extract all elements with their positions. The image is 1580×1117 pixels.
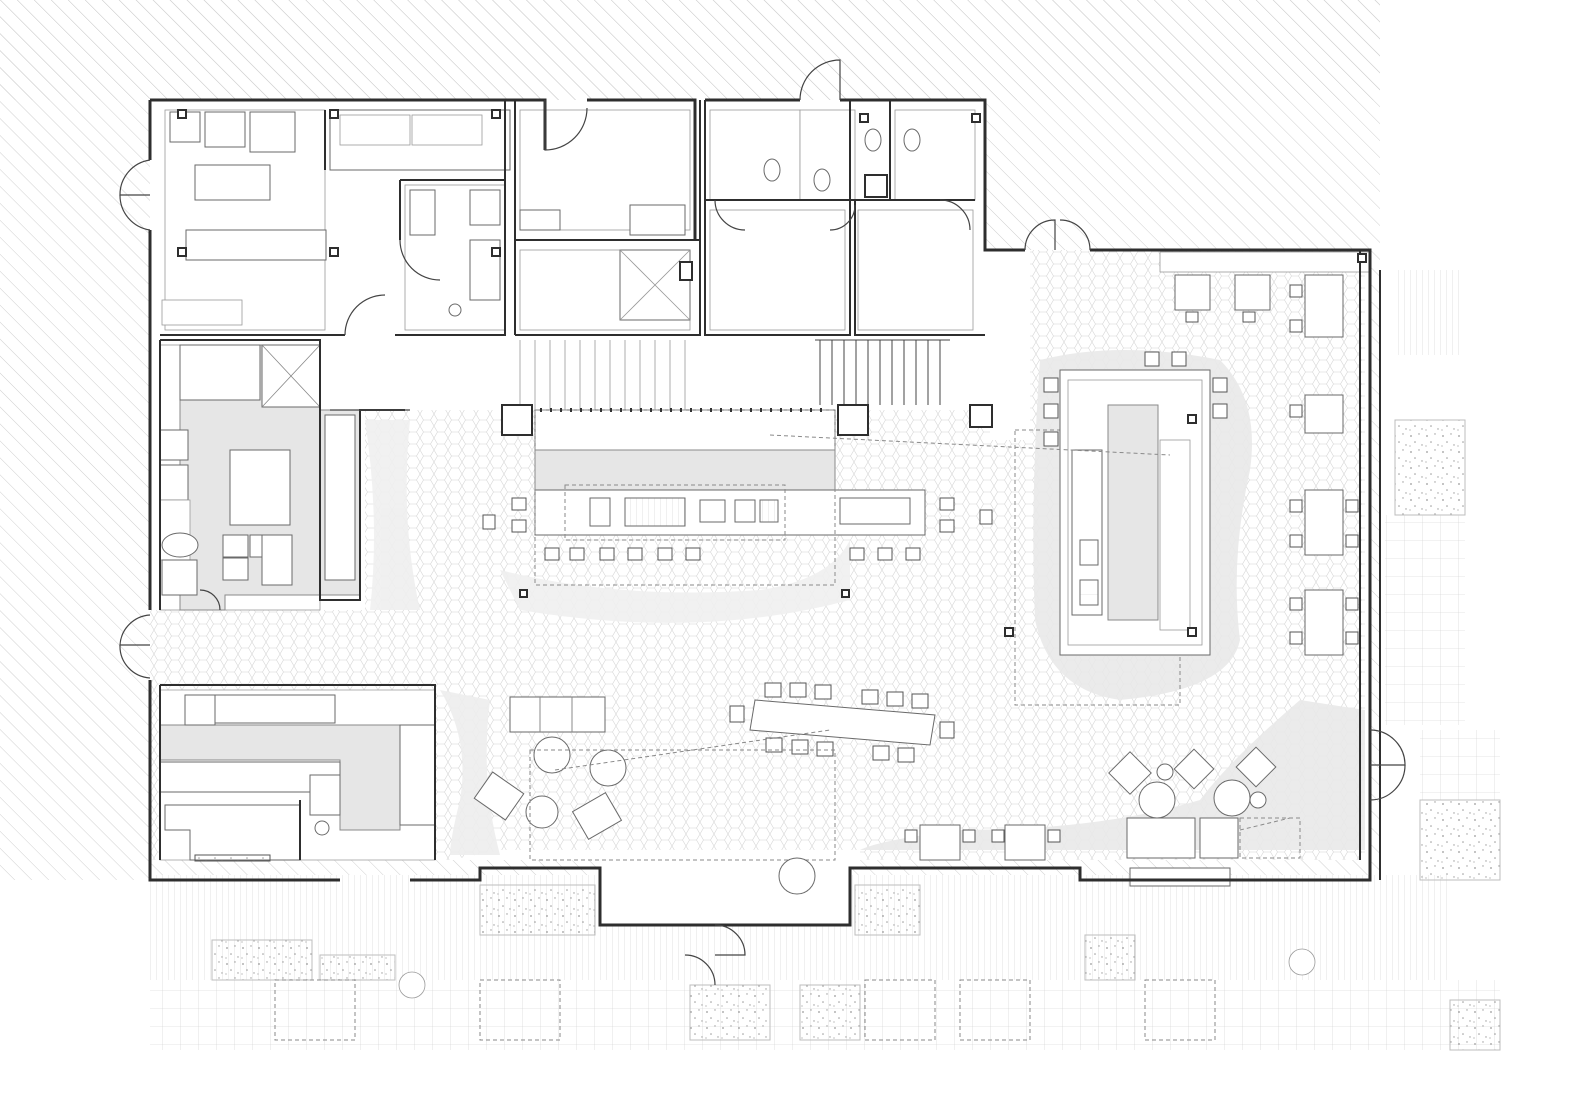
columns [177,109,1367,281]
stairs [519,339,950,410]
doors [119,59,1406,986]
circulation-lines [554,434,1291,831]
bakery-area [159,344,361,611]
storage-room [519,109,691,331]
central-bar-counter [482,404,993,598]
east-terrace [1380,270,1501,881]
lounge-seating [473,696,836,895]
pastry-kitchen [159,689,436,862]
walls [148,98,1381,927]
southeast-lounge [904,746,1301,887]
island-kitchen [1004,351,1228,706]
restroom-block [709,109,976,331]
back-kitchen [161,109,511,331]
prep-room [404,184,506,331]
east-wall-seating [1159,251,1371,656]
communal-table [729,682,955,763]
